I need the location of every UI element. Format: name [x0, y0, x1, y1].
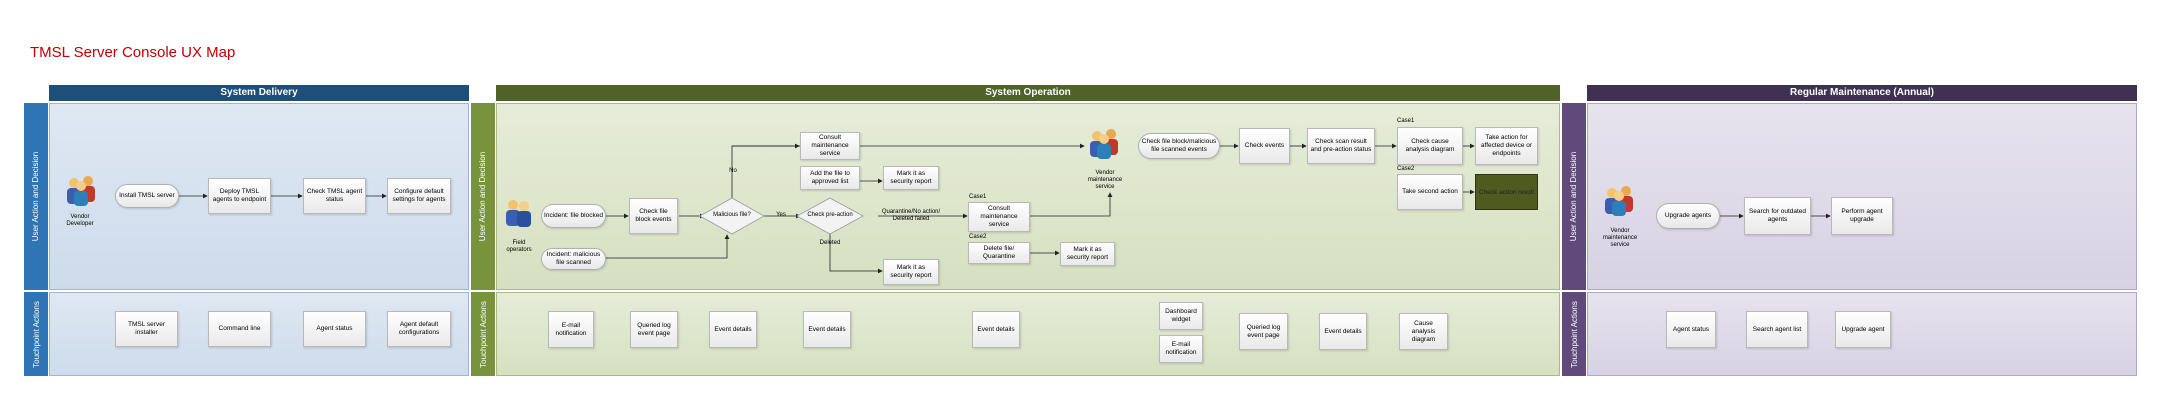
touchpoint-email-notification-2: E-mail notification: [1159, 335, 1203, 363]
label-quarantine: Quarantine/No action/ Deleted failed: [881, 209, 941, 222]
field-operators-icon: [502, 196, 536, 230]
page-title: TMSL Server Console UX Map: [30, 44, 236, 61]
step-take-second-action: Take second action: [1397, 174, 1463, 210]
touchpoint-command-line: Command line: [208, 311, 271, 347]
actor-label-vendor-maintenance-maint: Vendor maintenance service: [1602, 228, 1638, 248]
lane-label-user-operation: User Action and Decision: [471, 103, 495, 290]
touchpoint-upgrade-agent: Upgrade agent: [1835, 311, 1891, 348]
section-header-maintenance: Regular Maintenance (Annual): [1587, 85, 2137, 101]
step-search-outdated-agents: Search for outdated agents: [1744, 197, 1811, 235]
lane-label-user-delivery: User Action and Decision: [24, 103, 48, 290]
touchpoint-server-installer: TMSL server installer: [115, 311, 178, 347]
touchpoint-email-notification: E-mail notification: [548, 311, 594, 348]
section-header-delivery: System Delivery: [49, 85, 469, 101]
touchpoint-event-details-4: Event details: [1319, 313, 1367, 350]
step-consult-maintenance-2: Consult maintenance service: [968, 202, 1030, 232]
vendor-maintenance-icon-maint: [1600, 183, 1640, 219]
step-check-scan-result: Check scan result and pre-action status: [1307, 128, 1375, 164]
touchpoint-agent-default-config: Agent default configurations: [387, 311, 451, 347]
step-upgrade-agents: Upgrade agents: [1656, 203, 1720, 229]
step-configure-default: Configure default settings for agents: [387, 178, 451, 214]
touchpoint-event-details-3: Event details: [972, 311, 1020, 348]
vendor-maintenance-icon-op: [1085, 126, 1125, 162]
decision-preaction-label: Check pre-action: [807, 212, 853, 218]
step-check-scanned-events: Check file block/malicious file scanned …: [1138, 133, 1220, 159]
step-incident-malicious-scanned: Incident: malicious file scanned: [541, 248, 606, 270]
step-perform-agent-upgrade: Perform agent upgrade: [1831, 197, 1893, 235]
step-check-action-result: Check action result: [1475, 174, 1538, 210]
touchpoint-agent-status: Agent status: [303, 311, 366, 347]
touchpoint-dashboard-widget: Dashboard widget: [1159, 302, 1203, 330]
touchpoint-event-details-1: Event details: [709, 311, 757, 348]
decision-malicious: [699, 197, 765, 235]
step-take-action: Take action for affected device or endpo…: [1475, 127, 1538, 165]
lane-label-touchpoint-delivery: Touchpoint Actions: [24, 292, 48, 376]
step-consult-maintenance: Consult maintenance service: [800, 132, 860, 160]
step-incident-file-blocked: Incident: file blocked: [541, 204, 606, 228]
actor-label-field-operators: Field operators: [506, 240, 532, 253]
label-no: No: [729, 168, 737, 174]
step-check-agent-status: Check TMSL agent status: [303, 178, 366, 214]
lane-label-touchpoint-operation: Touchpoint Actions: [471, 292, 495, 376]
decision-malicious-label: Malicious file?: [713, 212, 751, 218]
lane-user-maintenance: [1587, 103, 2137, 290]
step-check-events: Check events: [1239, 128, 1290, 164]
touchpoint-search-agent-list: Search agent list: [1746, 311, 1808, 348]
step-check-block-events: Check file block events: [629, 198, 678, 234]
step-mark-security-report-1: Mark it as security report: [883, 166, 939, 190]
step-delete-quarantine: Delete file/ Quarantine: [968, 242, 1030, 264]
touchpoint-cause-analysis-diagram: Cause analysis diagram: [1399, 313, 1448, 350]
step-mark-security-report-3: Mark it as security report: [1060, 242, 1115, 266]
touchpoint-event-details-2: Event details: [803, 311, 851, 348]
label-deleted: Deleted: [819, 240, 841, 246]
actor-label-vendor-maintenance-op: Vendor maintenance service: [1087, 170, 1123, 190]
label-yes: Yes: [776, 212, 786, 218]
label-case2-b: Case2: [1397, 166, 1415, 172]
vendor-developer-icon: [62, 172, 102, 210]
label-case2-a: Case2: [969, 234, 987, 240]
decision-preaction: [796, 197, 864, 235]
step-mark-security-report-2: Mark it as security report: [883, 259, 939, 285]
label-case1-a: Case1: [969, 194, 987, 200]
lane-label-user-maintenance: User Action and Decision: [1562, 103, 1586, 290]
actor-label-vendor-developer: Vendor Developer: [66, 214, 94, 227]
step-deploy-agents: Deploy TMSL agents to endpoint: [208, 178, 271, 214]
section-header-operation: System Operation: [496, 85, 1560, 101]
step-check-cause-diagram: Check cause analysis diagram: [1397, 127, 1463, 165]
touchpoint-queried-log-page-2: Queried log event page: [1239, 313, 1288, 350]
step-install-tmsl-server: Install TMSL server: [115, 184, 179, 208]
lane-label-touchpoint-maintenance: Touchpoint Actions: [1562, 292, 1586, 376]
touchpoint-queried-log-page: Queried log event page: [630, 311, 678, 348]
touchpoint-agent-status-maint: Agent status: [1666, 311, 1716, 348]
label-case1-b: Case1: [1397, 118, 1415, 124]
step-add-approved-list: Add the file to approved list: [800, 166, 860, 190]
